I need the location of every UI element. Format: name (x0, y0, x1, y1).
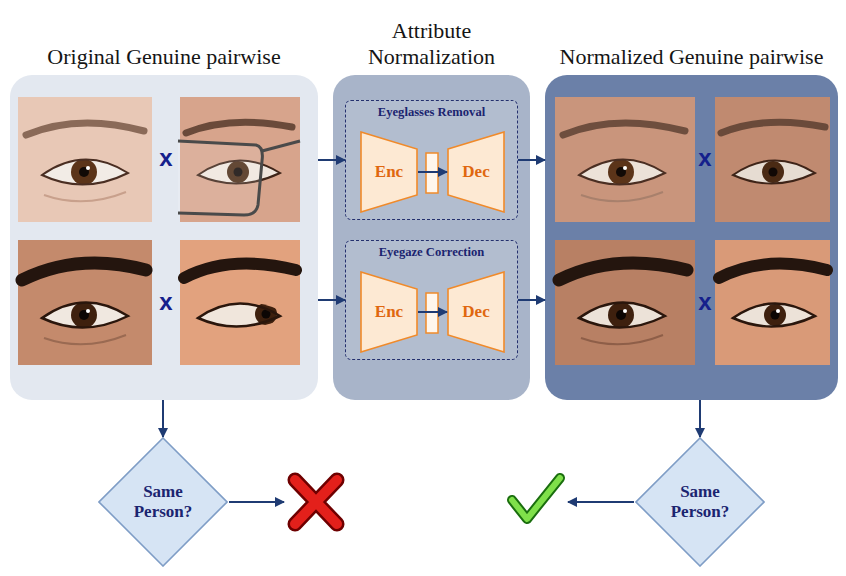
flow-arrow (318, 159, 345, 161)
decoder-block-shape (448, 272, 504, 352)
heading-slot: Normalized Genuine pairwise (539, 44, 844, 69)
flow-arrow (418, 171, 447, 173)
pair-marker: x (698, 288, 711, 315)
encoder-block-shape (361, 272, 417, 352)
block-label: Dec (462, 162, 489, 182)
panel-heading: Attribute Normalization (327, 18, 536, 69)
panel-heading: Normalized Genuine pairwise (539, 44, 844, 69)
module-box: Eyeglasses RemovalEnc Dec (345, 100, 518, 220)
panel-heading: Original Genuine pairwise (4, 44, 324, 69)
pair-marker: x (159, 288, 172, 315)
pair-marker: x (159, 144, 172, 171)
pair-marker: x (698, 144, 711, 171)
block-label: Enc (375, 162, 403, 182)
module-title: Eyegaze Correction (346, 241, 517, 260)
flow-arrow (699, 400, 701, 437)
label-slot: x (690, 286, 720, 318)
normalization-panel: Attribute Normalization Eyeglasses Remov… (333, 75, 530, 400)
label-slot: x (151, 286, 181, 318)
eye-photos (10, 75, 318, 400)
flow-arrow (162, 400, 164, 437)
module-title: Eyeglasses Removal (346, 101, 517, 120)
decision-text: Same Person? (661, 482, 739, 521)
encoder-block: Enc (360, 131, 418, 213)
flow-arrow (418, 311, 447, 313)
decision-text: Same Person? (124, 482, 202, 521)
module-box: Eyegaze CorrectionEnc Dec (345, 240, 518, 360)
flow-arrow (518, 299, 545, 301)
heading-slot: Attribute Normalization (327, 18, 536, 69)
flow-arrow (318, 299, 345, 301)
block-label: Dec (462, 302, 489, 322)
decoder-block-shape (448, 132, 504, 212)
decoder-block: Dec (447, 131, 505, 213)
encoder-block: Enc (360, 271, 418, 353)
output-panel: Normalized Genuine pairwise (545, 75, 838, 400)
block-label: Enc (375, 302, 403, 322)
eye-photos (545, 75, 838, 400)
heading-slot: Original Genuine pairwise (4, 44, 324, 69)
result-arrow (568, 501, 634, 503)
decision-diamond: Same Person? (635, 437, 765, 567)
label-slot: x (690, 142, 720, 174)
input-panel: Original Genuine pairwise (10, 75, 318, 400)
result-arrow (229, 501, 284, 503)
decision-diamond-shape (99, 438, 227, 566)
decision-diamond-shape (636, 438, 764, 566)
encoder-block-shape (361, 132, 417, 212)
reject-cross (295, 480, 337, 524)
label-slot: x (151, 142, 181, 174)
flow-arrow (518, 159, 545, 161)
decoder-block: Dec (447, 271, 505, 353)
decision-diamond: Same Person? (98, 437, 228, 567)
accept-check (512, 478, 560, 519)
